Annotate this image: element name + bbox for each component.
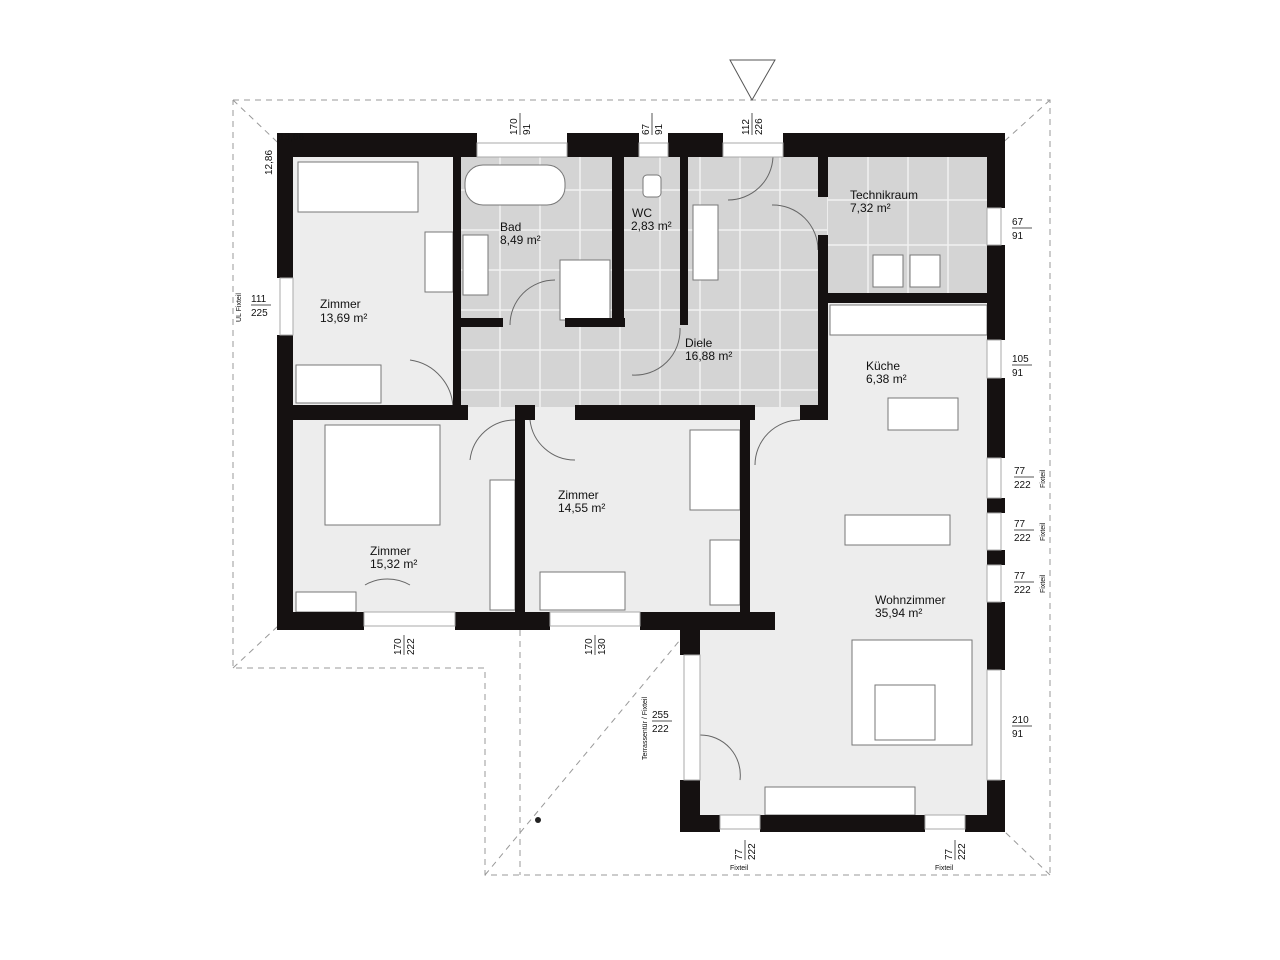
desk (539, 571, 626, 611)
roof-point-marker (535, 817, 541, 823)
overall-depth: 12,86 (264, 150, 275, 175)
svg-text:91: 91 (1012, 729, 1024, 740)
svg-text:91: 91 (1012, 231, 1024, 242)
svg-text:111: 111 (251, 294, 267, 305)
svg-text:Terrassentür / Fixteil: Terrassentür / Fixteil (642, 697, 649, 760)
kitchen-counter (829, 304, 988, 336)
svg-text:170: 170 (584, 638, 595, 655)
svg-text:130: 130 (597, 638, 608, 655)
desk (295, 364, 382, 404)
svg-text:222: 222 (652, 724, 669, 735)
svg-text:77: 77 (1014, 466, 1026, 477)
room-name: Zimmer (370, 544, 411, 558)
bench (692, 204, 719, 281)
furniture (295, 161, 988, 816)
svg-text:UL Fixteil: UL Fixteil (236, 293, 243, 322)
room-area: 14,55 m² (558, 501, 605, 515)
room-name: WC (632, 206, 652, 220)
dining-table (844, 514, 951, 546)
room-labels: Zimmer 13,69 m² Bad 8,49 m² WC 2,83 m² T… (320, 188, 945, 620)
svg-text:91: 91 (1012, 368, 1024, 379)
svg-text:77: 77 (734, 848, 745, 860)
kitchen-island (887, 397, 959, 431)
overall-width: 13,66 (279, 132, 304, 143)
dryer (909, 254, 941, 288)
room-name: Wohnzimmer (875, 593, 945, 607)
bathtub (464, 164, 566, 206)
room-area: 2,83 m² (631, 219, 672, 233)
svg-text:105: 105 (1012, 354, 1029, 365)
room-area: 8,49 m² (500, 233, 541, 247)
svg-text:222: 222 (1014, 585, 1031, 596)
svg-text:91: 91 (654, 123, 665, 135)
svg-text:222: 222 (747, 843, 758, 860)
svg-text:91: 91 (522, 123, 533, 135)
svg-text:Fixteil: Fixteil (1040, 522, 1047, 541)
dresser (295, 591, 357, 613)
room-name: Zimmer (320, 297, 361, 311)
svg-text:77: 77 (1014, 571, 1026, 582)
room-name: Technikraum (850, 188, 918, 202)
svg-text:255: 255 (652, 710, 669, 721)
room-area: 6,38 m² (866, 372, 907, 386)
room-area: 16,88 m² (685, 349, 732, 363)
svg-text:222: 222 (1014, 480, 1031, 491)
washing-machine (872, 254, 904, 288)
armchair (874, 684, 936, 741)
svg-text:225: 225 (251, 308, 268, 319)
wardrobe (424, 231, 454, 293)
room-name: Diele (685, 336, 713, 350)
wardrobe (709, 539, 741, 606)
room-area: 7,32 m² (850, 201, 891, 215)
wardrobe (489, 479, 516, 611)
shower (559, 259, 611, 321)
toilet (642, 174, 662, 198)
double-bed (324, 424, 441, 526)
svg-text:226: 226 (754, 118, 765, 135)
svg-text:222: 222 (1014, 533, 1031, 544)
room-area: 15,32 m² (370, 557, 417, 571)
walls (277, 133, 1005, 832)
svg-text:170: 170 (509, 118, 520, 135)
svg-text:Fixteil: Fixteil (1040, 469, 1047, 488)
fixteil-note: Fixteil (935, 865, 954, 872)
sideboard (764, 786, 916, 816)
room-name: Zimmer (558, 488, 599, 502)
svg-text:170: 170 (393, 638, 404, 655)
svg-text:222: 222 (957, 843, 968, 860)
room-name: Küche (866, 359, 900, 373)
svg-text:112: 112 (741, 119, 752, 135)
svg-text:77: 77 (944, 848, 955, 860)
svg-text:67: 67 (641, 123, 652, 135)
room-name: Bad (500, 220, 521, 234)
fixteil-note: Fixteil (730, 865, 749, 872)
svg-text:222: 222 (406, 638, 417, 655)
svg-text:Fixteil: Fixteil (1040, 574, 1047, 593)
room-area: 35,94 m² (875, 606, 922, 620)
doors (364, 156, 819, 781)
bed (689, 429, 741, 511)
bed (297, 161, 419, 213)
svg-text:67: 67 (1012, 217, 1024, 228)
svg-text:77: 77 (1014, 519, 1026, 530)
svg-text:210: 210 (1012, 715, 1029, 726)
entrance-arrow-icon (729, 59, 776, 102)
sink (462, 234, 489, 296)
windows (279, 142, 1002, 830)
room-area: 13,69 m² (320, 311, 367, 325)
